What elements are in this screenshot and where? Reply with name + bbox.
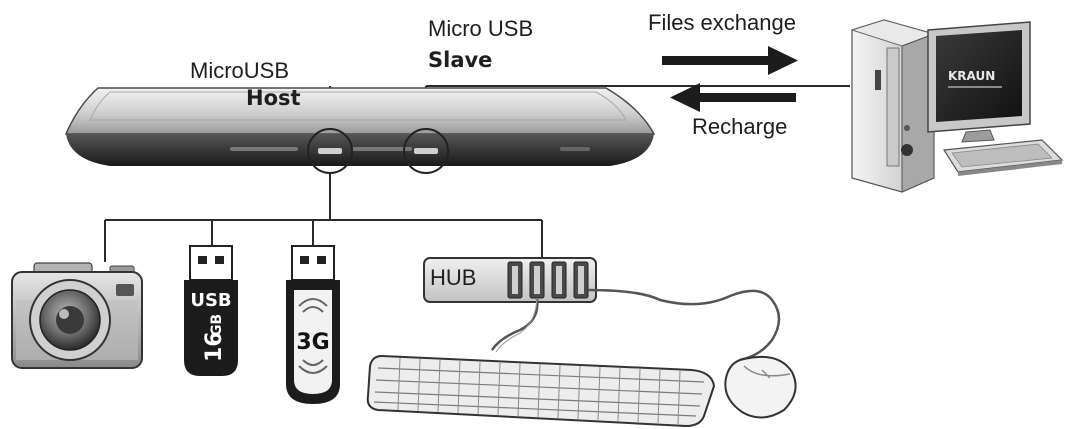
host-port-label: MicroUSB (190, 58, 289, 83)
files-exchange-arrow (662, 46, 798, 75)
keyboard-cable (490, 297, 539, 353)
usb-drive-capacity: 16 (202, 331, 227, 362)
tablet-icon (64, 87, 656, 166)
camera-icon (11, 262, 143, 369)
host-port-highlight (307, 128, 353, 174)
keyboard-key-grid (397, 357, 681, 425)
recharge-label: Recharge (692, 114, 787, 139)
slave-port-highlight (403, 128, 449, 174)
usb-3g-modem-icon: 3G (286, 245, 340, 404)
files-exchange-label: Files exchange (648, 10, 796, 35)
slave-port-label: Micro USB (428, 16, 533, 41)
recharge-arrow (670, 83, 796, 112)
slave-role-label: Slave (428, 48, 492, 72)
mouse-icon (724, 356, 797, 419)
usb-drive-label: USB (190, 290, 231, 311)
hub-label: HUB (430, 265, 476, 290)
keyboard-icon (366, 354, 716, 428)
host-role-label: Host (246, 86, 301, 110)
desktop-computer-icon: KRAUN (850, 19, 1064, 193)
usb-flash-drive-icon: USB 16 GB (184, 245, 238, 376)
usb-drive-capacity-unit: GB (209, 314, 225, 336)
mouse-cable (587, 288, 781, 362)
pc-brand-logo: KRAUN (948, 69, 995, 83)
usb-hub-icon: HUB (423, 257, 597, 303)
modem-3g-label: 3G (296, 330, 329, 355)
